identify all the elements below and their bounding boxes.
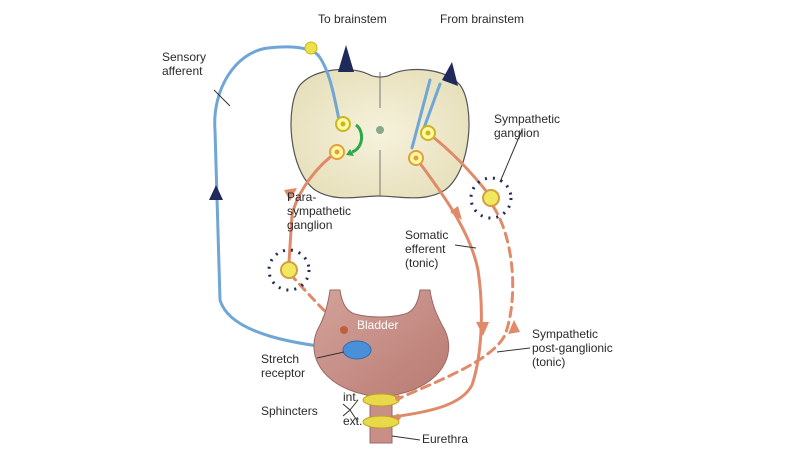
dorsal-root-ganglion [304, 41, 318, 55]
para-arrow-icon [284, 188, 297, 201]
label-ext: ext. [343, 414, 363, 428]
label-eurethra: Eurethra [422, 432, 469, 446]
internal-sphincter [362, 393, 400, 407]
somatic-efferent [390, 156, 483, 419]
stretch-receptor-node [342, 340, 372, 360]
symp-arrow-icon [508, 320, 520, 334]
somatic-arrow-icon-1 [450, 206, 462, 220]
from-brainstem-arrow-icon [442, 62, 458, 86]
sympathetic-preganglionic [426, 131, 492, 198]
label-int: int. [343, 390, 360, 404]
external-sphincter [362, 415, 400, 429]
label-from-brainstem: From brainstem [440, 12, 525, 26]
label-bladder: Bladder [357, 318, 399, 332]
sensory-direction-arrow-icon [209, 185, 223, 200]
sympathetic-postganglionic [398, 204, 515, 400]
somatic-arrow-icon-2 [476, 322, 489, 336]
label-to-brainstem: To brainstem [318, 12, 387, 26]
parasympathetic-ganglion-node [267, 248, 311, 292]
central-canal [376, 126, 384, 134]
spinal-cord [290, 68, 470, 199]
label-sphincters: Sphincters [261, 404, 318, 418]
sensory-afferent-pathway [213, 45, 442, 352]
interneuron [351, 123, 363, 154]
to-brainstem-arrow-icon [338, 45, 354, 72]
sympathetic-ganglion-node [469, 176, 513, 220]
